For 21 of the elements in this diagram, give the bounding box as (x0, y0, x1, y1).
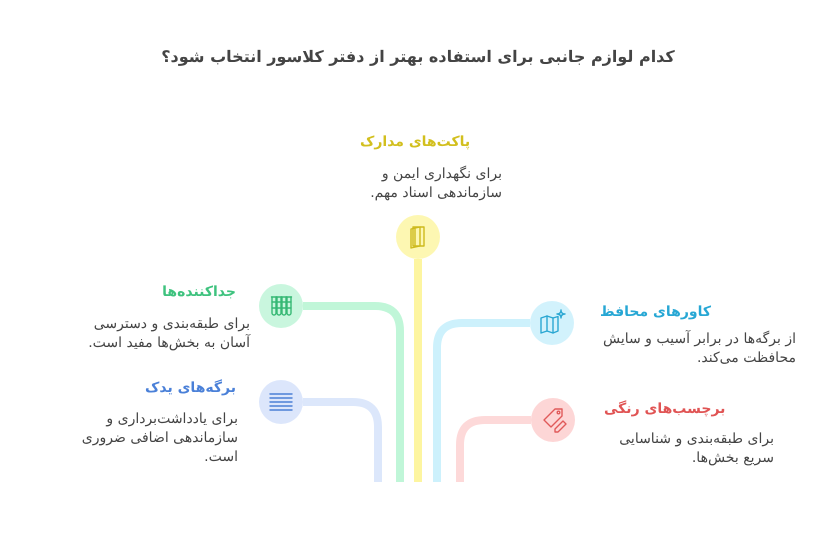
item-description: برای طبقه‌بندی و شناسایی سریع بخش‌ها. (618, 430, 774, 468)
tubes-icon (259, 284, 303, 328)
title: کدام لوازم جانبی برای استفاده بهتر از دفتر کلاسور انتخاب شود؟ (160, 46, 676, 68)
document-icon (396, 215, 440, 259)
item-heading: برگه‌های یدک (144, 378, 236, 398)
item-description: از برگه‌ها در برابر آسیب و سایش محافظت می‌کند. (602, 330, 796, 368)
connector-line (456, 416, 531, 482)
lines-icon (259, 380, 303, 424)
item-heading: جداکننده‌ها (161, 283, 236, 302)
item-description: برای یادداشت‌برداری و سازماندهی اضافی ضروری است. (80, 410, 238, 467)
connector-line (303, 398, 382, 482)
item-description: برای نگهداری ایمن و سازماندهی اسناد مهم. (369, 165, 502, 203)
item-description: برای طبقه‌بندی و دسترسی آسان به بخش‌ها مفید است. (87, 315, 250, 353)
item-heading: برچسب‌های رنگی (604, 399, 726, 419)
connector-line (303, 302, 404, 482)
connector-line (414, 259, 422, 482)
tag-icon (531, 398, 575, 442)
map-icon (530, 301, 574, 345)
item-heading: کاورهای محافظ (600, 303, 712, 322)
connector-line (433, 319, 530, 482)
item-heading: پاکت‌های مدارک (360, 133, 472, 152)
